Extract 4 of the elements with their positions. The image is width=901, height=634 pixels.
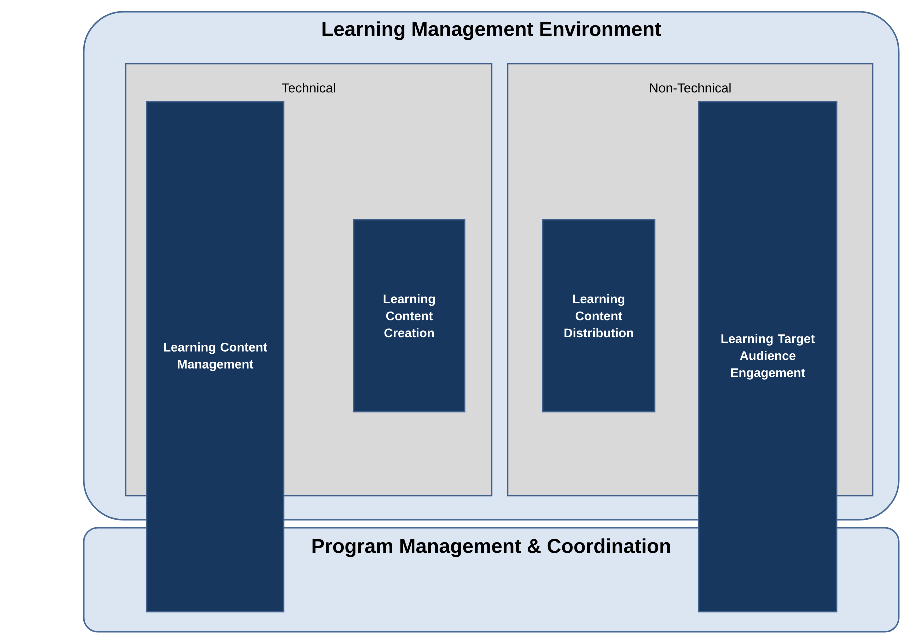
column-box: Learning Target Audience Engagement [698, 101, 838, 613]
column-box: Learning Content Management [146, 101, 285, 613]
column-box: Learning Content Distribution [542, 219, 656, 413]
column-box: Learning Content Creation [353, 219, 466, 413]
